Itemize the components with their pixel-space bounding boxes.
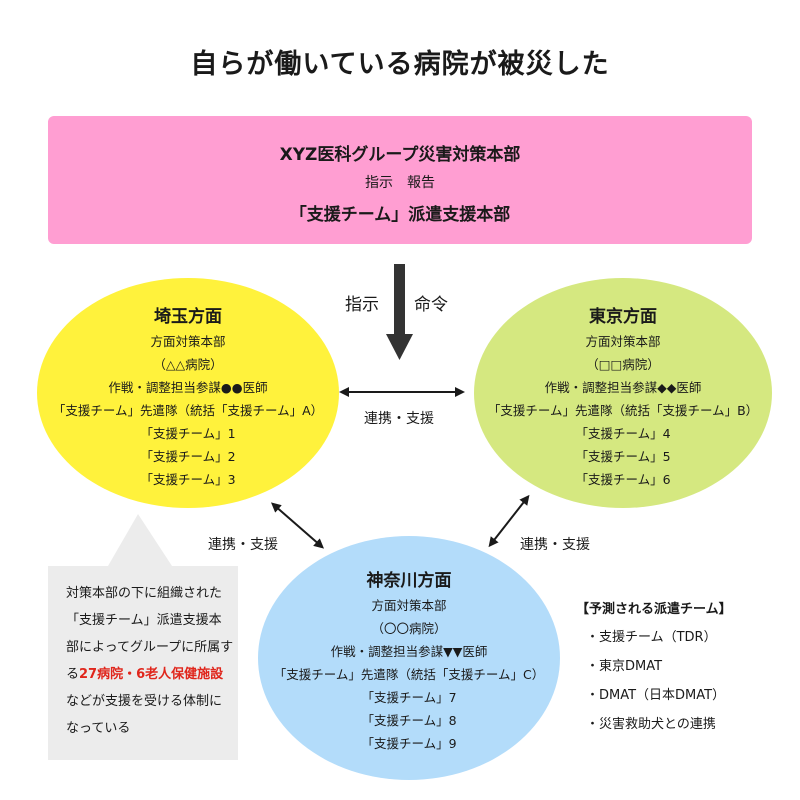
region-kanagawa-title: 神奈川方面 [366, 571, 452, 591]
hq-support-team-hq: 「支援チーム」派遣支援本部 [289, 205, 511, 225]
region-tokyo-line: 「支援チーム」6 [575, 472, 671, 487]
callout-highlight: 27病院・6老人保健施設 [79, 667, 224, 682]
region-kanagawa-line: 方面対策本部 [371, 598, 447, 613]
hq-name: XYZ医科グループ災害対策本部 [279, 145, 521, 165]
callout-text: 対策本部の下に組織された「支援チーム」派遣支援本部によってグループに所属する27… [66, 580, 234, 742]
predicted-team-item: ・支援チーム（TDR） [586, 630, 717, 645]
region-saitama-line: 方面対策本部 [150, 334, 226, 349]
command-label-instruction: 指示 [345, 295, 379, 315]
region-kanagawa-line: 「支援チーム」先遣隊（統括「支援チーム」C） [273, 667, 545, 682]
predicted-team-item: ・東京DMAT [586, 659, 663, 674]
callout-text-after: などが支援を受ける体制になっている [66, 694, 223, 736]
link-arrow-right [488, 494, 530, 548]
region-kanagawa-line: （〇〇病院） [371, 621, 447, 636]
region-kanagawa-line: 「支援チーム」8 [361, 713, 457, 728]
region-saitama-line: 「支援チーム」1 [140, 426, 236, 441]
hq-instruction-report: 指示 報告 [365, 175, 435, 191]
region-tokyo-line: 「支援チーム」先遣隊（統括「支援チーム」B） [487, 403, 759, 418]
link-label-left: 連携・支援 [208, 537, 278, 553]
region-tokyo-line: （□□病院） [586, 357, 660, 372]
region-saitama-line: （△△病院） [153, 357, 223, 372]
region-kanagawa-line: 「支援チーム」7 [361, 690, 457, 705]
region-saitama: 埼玉方面 方面対策本部 （△△病院） 作戦・調整担当参謀●●医師 「支援チーム」… [37, 278, 339, 508]
region-tokyo: 東京方面 方面対策本部 （□□病院） 作戦・調整担当参謀◆◆医師 「支援チーム」… [474, 278, 772, 508]
region-tokyo-title: 東京方面 [589, 307, 657, 327]
callout-box: 対策本部の下に組織された「支援チーム」派遣支援本部によってグループに所属する27… [48, 566, 238, 760]
region-saitama-line: 「支援チーム」3 [140, 472, 236, 487]
region-saitama-line: 作戦・調整担当参謀●●医師 [108, 380, 268, 395]
region-tokyo-line: 「支援チーム」5 [575, 449, 671, 464]
link-label-right: 連携・支援 [520, 537, 590, 553]
link-label-top: 連携・支援 [364, 411, 434, 427]
page-title: 自らが働いている病院が被災した [190, 49, 610, 80]
predicted-team-item: ・DMAT（日本DMAT） [586, 688, 726, 703]
command-down-arrow [386, 264, 413, 360]
predicted-teams: 【予測される派遣チーム】 ・支援チーム（TDR） ・東京DMAT ・DMAT（日… [576, 600, 776, 744]
predicted-team-item: ・災害救助犬との連携 [586, 717, 716, 732]
region-tokyo-line: 「支援チーム」4 [575, 426, 671, 441]
region-kanagawa: 神奈川方面 方面対策本部 （〇〇病院） 作戦・調整担当参謀▼▼医師 「支援チーム… [258, 536, 560, 780]
region-tokyo-line: 作戦・調整担当参謀◆◆医師 [544, 380, 702, 395]
region-kanagawa-line: 作戦・調整担当参謀▼▼医師 [330, 644, 488, 659]
link-arrow-left [270, 502, 325, 549]
region-saitama-line: 「支援チーム」2 [140, 449, 236, 464]
callout-text-before: 対策本部の下に組織された「支援チーム」派遣支援本部によってグループに所属する [66, 586, 234, 682]
predicted-teams-title: 【予測される派遣チーム】 [576, 602, 732, 617]
command-label-order: 命令 [414, 295, 448, 315]
region-tokyo-line: 方面対策本部 [585, 334, 661, 349]
region-kanagawa-line: 「支援チーム」9 [361, 736, 457, 751]
region-saitama-line: 「支援チーム」先遣隊（統括「支援チーム」A） [52, 403, 324, 418]
region-saitama-title: 埼玉方面 [154, 307, 222, 327]
headquarters-box: XYZ医科グループ災害対策本部 指示 報告 「支援チーム」派遣支援本部 [48, 116, 752, 244]
